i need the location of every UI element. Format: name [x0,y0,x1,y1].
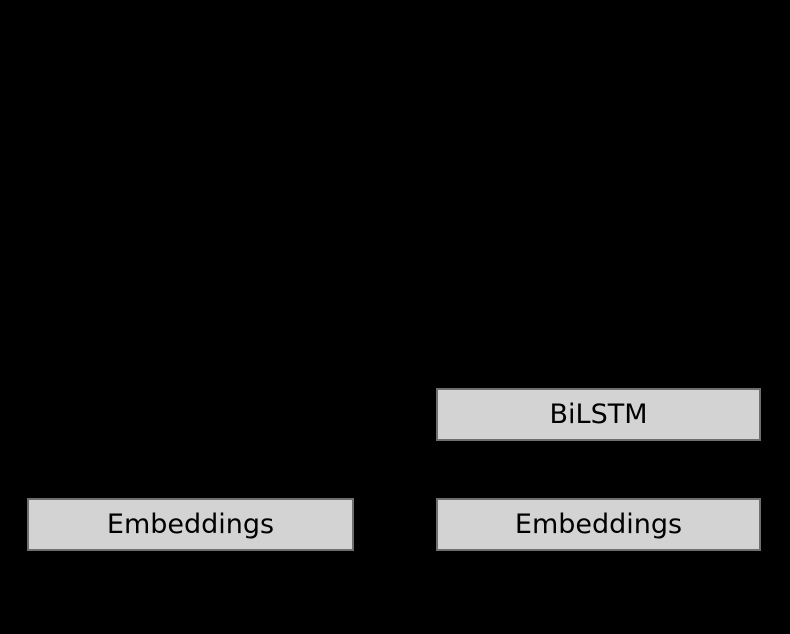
bilstm-node: BiLSTM [436,388,761,441]
embeddings-right-node: Embeddings [436,498,761,551]
embeddings-right-node-label: Embeddings [514,509,683,540]
bilstm-node-label: BiLSTM [549,399,648,430]
embeddings-left-node: Embeddings [27,498,354,551]
embeddings-left-node-label: Embeddings [106,509,275,540]
